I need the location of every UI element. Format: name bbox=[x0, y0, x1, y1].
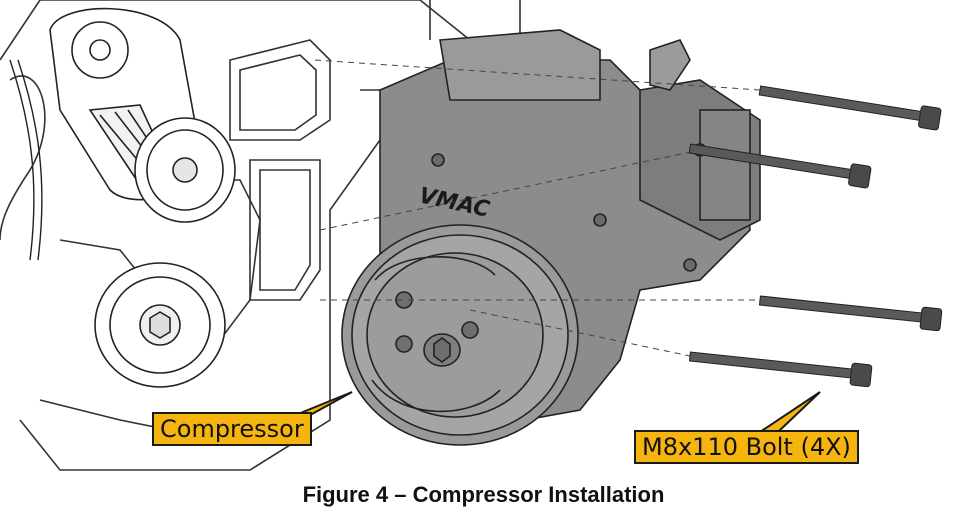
bolt-1 bbox=[758, 85, 942, 131]
compressor-callout-pointer bbox=[297, 391, 353, 415]
upper-idler-pulley bbox=[134, 117, 236, 223]
bolt-4 bbox=[688, 351, 873, 388]
bolt-callout-pointer bbox=[756, 391, 821, 433]
lower-idler-pulley bbox=[94, 262, 226, 388]
bolt-alignment-lines bbox=[314, 59, 761, 357]
compressor-callout-label: Compressor bbox=[152, 412, 312, 446]
bolt-2 bbox=[688, 143, 872, 189]
installation-drawing: VMAC bbox=[0, 0, 943, 471]
compressor-clutch-pulley bbox=[341, 224, 579, 446]
engine-bracket-lineart bbox=[0, 0, 621, 471]
serpentine-belt bbox=[9, 59, 43, 261]
bolt-3 bbox=[758, 295, 943, 332]
bolt-callout-label: M8x110 Bolt (4X) bbox=[634, 430, 859, 464]
figure-caption: Figure 4 – Compressor Installation bbox=[302, 482, 665, 507]
